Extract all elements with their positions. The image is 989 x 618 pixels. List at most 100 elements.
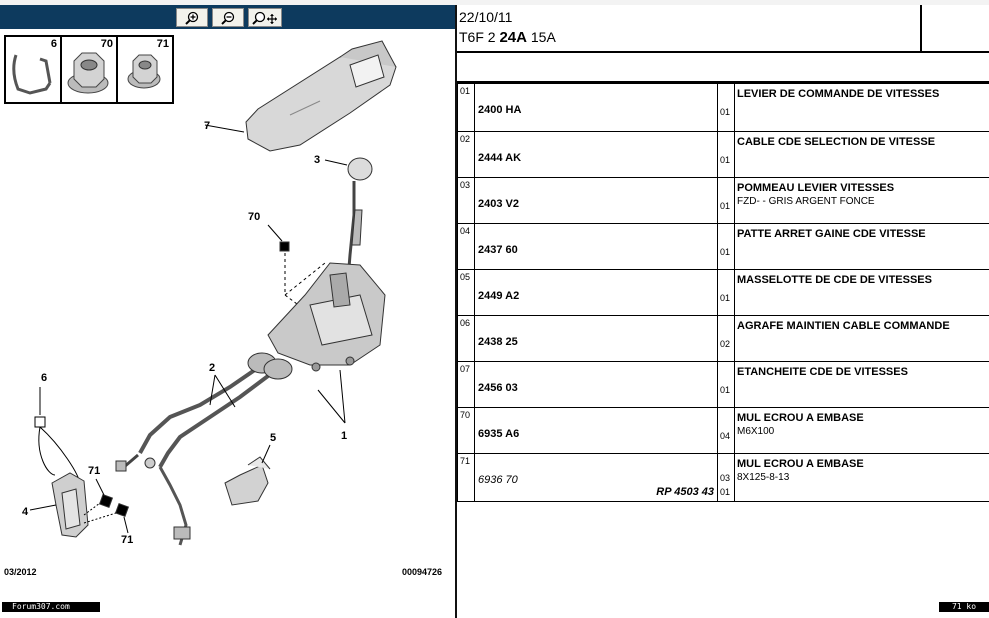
thumbnail-part-71[interactable]: 71	[116, 35, 174, 104]
part-desc-cell: CABLE CDE SELECTION DE VITESSE	[734, 131, 989, 178]
part-index: 03	[457, 177, 475, 224]
part-name: AGRAFE MAINTIEN CABLE COMMANDE	[737, 320, 950, 332]
diagram-date-code: 03/2012	[4, 567, 37, 577]
part-qty-cell: 01	[717, 269, 735, 316]
part-ref-alt: RP 4503 43	[656, 486, 714, 498]
table-row[interactable]: 01 2400 HA 01 LEVIER DE COMMANDE DE VITE…	[457, 83, 989, 132]
part-ref-cell: 2456 03	[474, 361, 718, 408]
zoom-out-icon	[221, 11, 235, 25]
part-desc-cell: ETANCHEITE CDE DE VITESSES	[734, 361, 989, 408]
part-qty: 02	[720, 339, 731, 349]
part-ref: 2403 V2	[478, 198, 519, 210]
part-name: MUL ECROU A EMBASE	[737, 458, 864, 470]
callout-label: 71	[88, 465, 100, 477]
diagram-panel: 6 70 71	[0, 5, 455, 618]
part-detail: M6X100	[737, 426, 775, 437]
part-qty: 01	[720, 247, 731, 257]
file-size-label: 71 ko	[939, 602, 989, 612]
thumbnail-number: 71	[156, 38, 169, 50]
part-ref-cell: 2403 V2	[474, 177, 718, 224]
parts-table: 01 2400 HA 01 LEVIER DE COMMANDE DE VITE…	[457, 83, 989, 502]
exploded-diagram: 7 3 70 2 6 71 4 71 5 1	[22, 40, 397, 546]
part-qty: 04	[720, 431, 731, 441]
part-qty-cell: 01	[717, 131, 735, 178]
part-qty-cell: 02	[717, 315, 735, 362]
part-ref: 2456 03	[478, 382, 518, 394]
thumbnail-number: 6	[50, 38, 57, 50]
part-thumbnails: 6 70 71	[4, 35, 174, 104]
zoom-out-button[interactable]	[212, 8, 244, 27]
part-ref-cell: 2444 AK	[474, 131, 718, 178]
part-desc-cell: MUL ECROU A EMBASE 8X125-8-13	[734, 453, 989, 502]
blank-row	[457, 53, 989, 83]
part-index: 01	[457, 83, 475, 132]
part-detail: 8X125-8-13	[737, 472, 790, 483]
callout-label: 4	[22, 506, 29, 518]
part-index: 06	[457, 315, 475, 362]
part-name: MUL ECROU A EMBASE	[737, 412, 864, 424]
part-ref-cell: 2437 60	[474, 223, 718, 270]
part-index: 05	[457, 269, 475, 316]
part-ref-cell: 2400 HA	[474, 83, 718, 132]
callout-label: 6	[41, 372, 47, 384]
part-qty-cell: 01	[717, 177, 735, 224]
clip-icon	[12, 54, 52, 95]
part-ref-cell: 6935 A6	[474, 407, 718, 454]
parts-header: 22/10/11 T6F 2 24A 15A	[457, 5, 989, 53]
part-qty: 01	[720, 107, 731, 117]
callout-label: 7	[204, 120, 210, 132]
model-prefix: T6F 2	[459, 29, 496, 45]
part-qty-alt: 01	[720, 487, 731, 497]
part-qty-cell: 04	[717, 407, 735, 454]
callout-label: 1	[341, 430, 347, 442]
part-name: ETANCHEITE CDE DE VITESSES	[737, 366, 908, 378]
zoom-pan-button[interactable]	[248, 8, 282, 27]
part-ref: 2438 25	[478, 336, 518, 348]
thumbnail-part-70[interactable]: 70	[60, 35, 118, 104]
table-row[interactable]: 04 2437 60 01 PATTE ARRET GAINE CDE VITE…	[457, 223, 989, 270]
credit-label: Forum307.com	[2, 602, 100, 612]
callout-label: 3	[314, 154, 320, 166]
part-ref: 2444 AK	[478, 152, 522, 164]
header-model: T6F 2 24A 15A	[459, 29, 556, 46]
callout-label: 2	[209, 362, 215, 374]
part-ref-cell: 6936 70 RP 4503 43	[474, 453, 718, 502]
thumbnail-part-6[interactable]: 6	[4, 35, 62, 104]
part-desc-cell: AGRAFE MAINTIEN CABLE COMMANDE	[734, 315, 989, 362]
part-name: PATTE ARRET GAINE CDE VITESSE	[737, 228, 926, 240]
table-row[interactable]: 05 2449 A2 01 MASSELOTTE DE CDE DE VITES…	[457, 269, 989, 316]
zoom-in-button[interactable]	[176, 8, 208, 27]
part-qty: 01	[720, 385, 731, 395]
part-ref: 6935 A6	[478, 428, 520, 440]
part-index: 04	[457, 223, 475, 270]
part-index: 71	[457, 453, 475, 502]
part-qty-cell: 01	[717, 223, 735, 270]
table-row[interactable]: 06 2438 25 02 AGRAFE MAINTIEN CABLE COMM…	[457, 315, 989, 362]
header-date: 22/10/11	[459, 9, 513, 25]
part-qty: 01	[720, 293, 731, 303]
part-index: 02	[457, 131, 475, 178]
table-row[interactable]: 02 2444 AK 01 CABLE CDE SELECTION DE VIT…	[457, 131, 989, 178]
callout-label: 5	[270, 432, 276, 444]
part-ref: 2437 60	[478, 244, 518, 256]
zoom-in-icon	[185, 11, 199, 25]
part-qty: 01	[720, 155, 731, 165]
model-bold: 24A	[499, 29, 527, 46]
part-desc-cell: MASSELOTTE DE CDE DE VITESSES	[734, 269, 989, 316]
table-row[interactable]: 70 6935 A6 04 MUL ECROU A EMBASE M6X100	[457, 407, 989, 454]
table-row[interactable]: 07 2456 03 01 ETANCHEITE CDE DE VITESSES	[457, 361, 989, 408]
part-index: 07	[457, 361, 475, 408]
part-name: LEVIER DE COMMANDE DE VITESSES	[737, 88, 940, 100]
part-qty-cell: 01	[717, 83, 735, 132]
part-name: MASSELOTTE DE CDE DE VITESSES	[737, 274, 932, 286]
zoom-toolbar	[0, 5, 455, 29]
header-divider	[920, 5, 922, 51]
flange-nut-icon	[127, 54, 161, 89]
callout-label: 71	[121, 534, 133, 546]
part-ref-cell: 2449 A2	[474, 269, 718, 316]
table-row[interactable]: 03 2403 V2 01 POMMEAU LEVIER VITESSES FZ…	[457, 177, 989, 224]
top-strip	[0, 0, 989, 5]
flange-nut-icon	[67, 52, 109, 94]
